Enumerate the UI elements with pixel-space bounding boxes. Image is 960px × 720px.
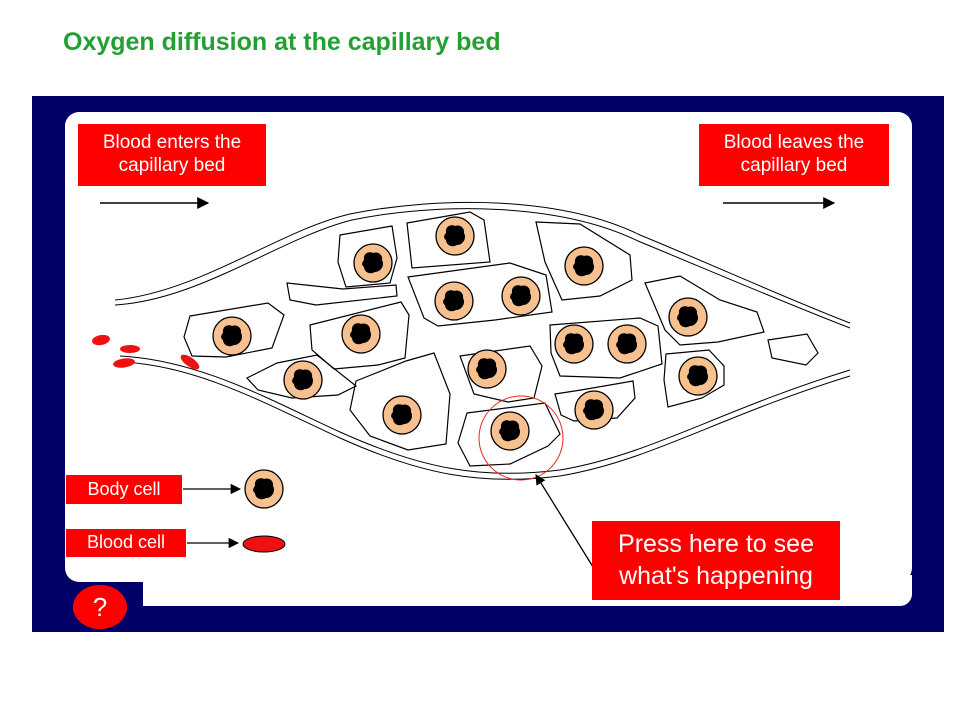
body-cells <box>212 216 718 451</box>
body-cell <box>678 356 718 396</box>
blood-cells <box>92 334 200 370</box>
blood-leaves-label: Blood leaves the capillary bed <box>699 124 889 186</box>
blood-cell-label: Blood cell <box>66 529 186 557</box>
body-cell <box>283 360 323 400</box>
body-cell <box>668 297 708 337</box>
blood-enters-label: Blood enters the capillary bed <box>78 124 266 186</box>
body-cell <box>574 390 614 430</box>
body-cell <box>501 276 541 316</box>
diagram-panel <box>65 112 912 582</box>
highlight-circle <box>478 395 564 481</box>
body-cell <box>490 411 530 451</box>
body-cell <box>382 395 422 435</box>
body-cell-icon <box>244 469 284 509</box>
question-mark-icon: ? <box>92 591 108 622</box>
blood-cell-icon <box>242 535 286 553</box>
blood-cell <box>92 334 110 346</box>
help-button[interactable]: ? <box>73 585 127 629</box>
body-cell <box>607 324 647 364</box>
body-cell-label: Body cell <box>66 475 182 504</box>
body-cell <box>353 243 393 283</box>
page-title: Oxygen diffusion at the capillary bed <box>63 28 501 56</box>
body-cell <box>467 349 507 389</box>
body-cell <box>554 324 594 364</box>
body-cell <box>434 281 474 321</box>
blood-cell <box>180 354 200 370</box>
capillary-walls <box>114 201 851 480</box>
body-cell <box>435 216 475 256</box>
body-cell <box>564 246 604 286</box>
blood-cell <box>113 358 135 368</box>
body-cell <box>212 316 252 356</box>
pointer-arrow <box>535 474 599 576</box>
press-here-button[interactable]: Press here to see what's happening <box>592 521 840 600</box>
blood-cell <box>120 345 140 353</box>
body-cell <box>341 314 381 354</box>
